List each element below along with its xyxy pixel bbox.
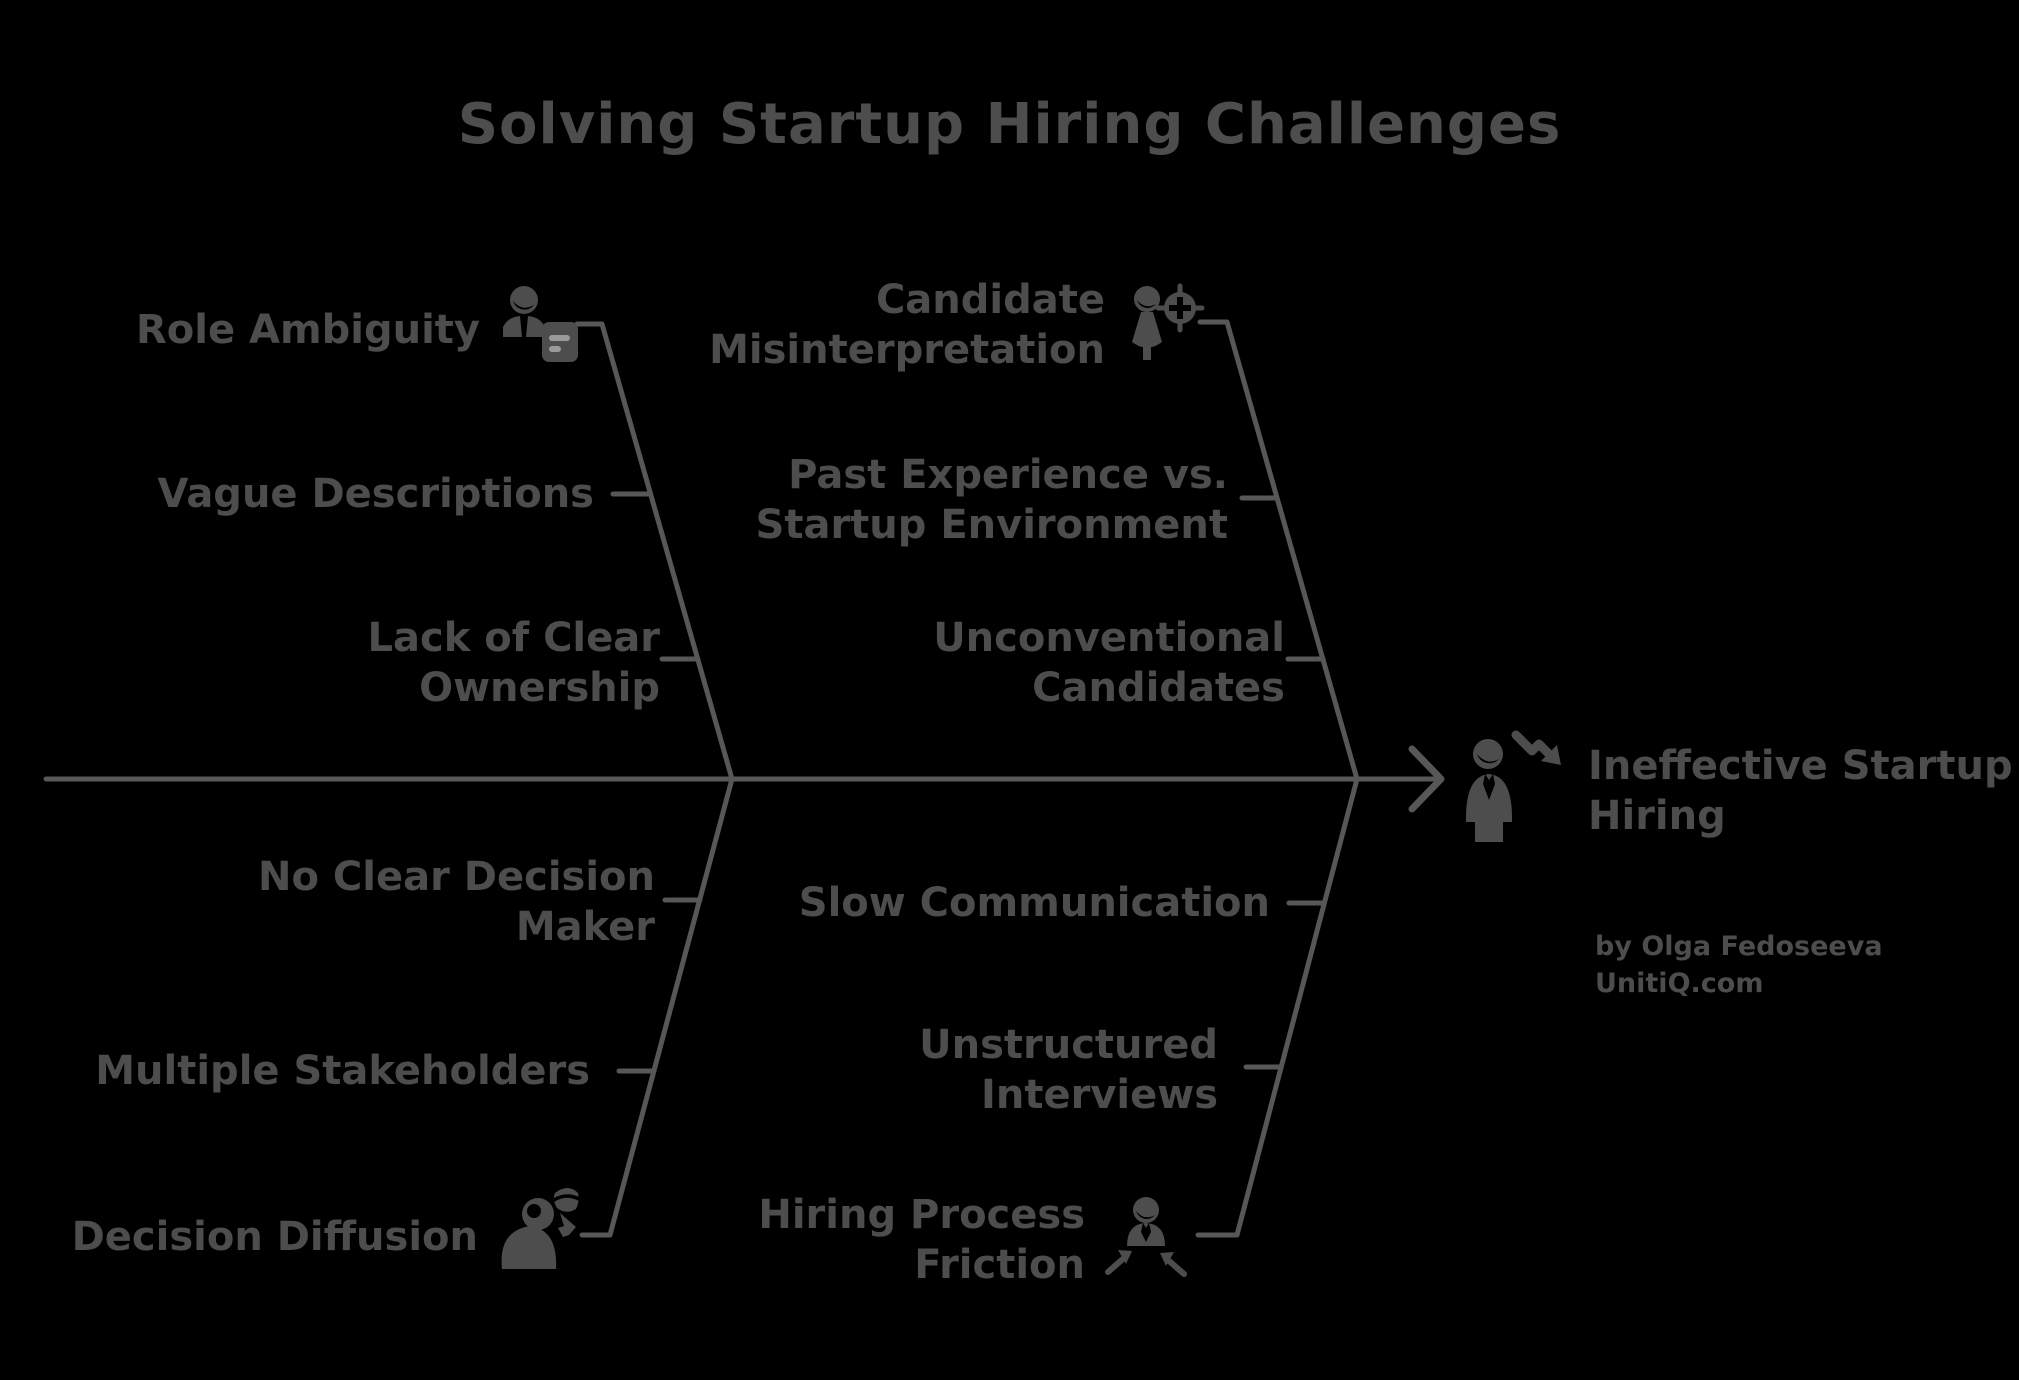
cause-label-past-experience: Past Experience vs. Startup Environment	[755, 452, 1228, 548]
cause-label-multiple-stakeholders: Multiple Stakeholders	[95, 1048, 590, 1094]
branch-label-hiring-process-friction: Hiring Process Friction	[758, 1192, 1085, 1288]
person-with-target-icon	[1132, 283, 1205, 360]
branch-label-decision-diffusion: Decision Diffusion	[71, 1214, 478, 1260]
diagram-title: Solving Startup Hiring Challenges	[457, 92, 1562, 157]
branch-label-candidate-misinterpretation: Candidate Misinterpretation	[709, 277, 1105, 373]
branch-line-top-right	[1197, 319, 1360, 782]
branch-label-role-ambiguity: Role Ambiguity	[135, 307, 480, 353]
cause-label-vague-descriptions: Vague Descriptions	[157, 471, 594, 517]
person-with-pointer-icon	[501, 1188, 579, 1269]
branch-line-top-left	[574, 321, 735, 782]
branch-line-bottom-left	[579, 776, 735, 1238]
attribution-text: by Olga Fedoseeva UnitiQ.com	[1595, 931, 1883, 999]
cause-label-unstructured-interviews: Unstructured Interviews	[919, 1022, 1218, 1118]
cause-label-lack-of-clear-ownership: Lack of Clear Ownership	[367, 615, 660, 711]
branch-line-bottom-right	[1195, 776, 1360, 1238]
cause-label-unconventional-candidates: Unconventional Candidates	[933, 615, 1285, 711]
cause-label-no-clear-decision-maker: No Clear Decision Maker	[258, 854, 655, 950]
person-with-arrows-icon	[1105, 1197, 1187, 1277]
effect-label: Ineffective Startup Hiring	[1588, 743, 2013, 839]
cause-label-slow-communication: Slow Communication	[798, 880, 1270, 926]
person-decline-arrow-icon	[1466, 730, 1561, 842]
spine-arrowhead-icon	[1408, 745, 1445, 813]
person-with-document-icon	[503, 286, 578, 362]
